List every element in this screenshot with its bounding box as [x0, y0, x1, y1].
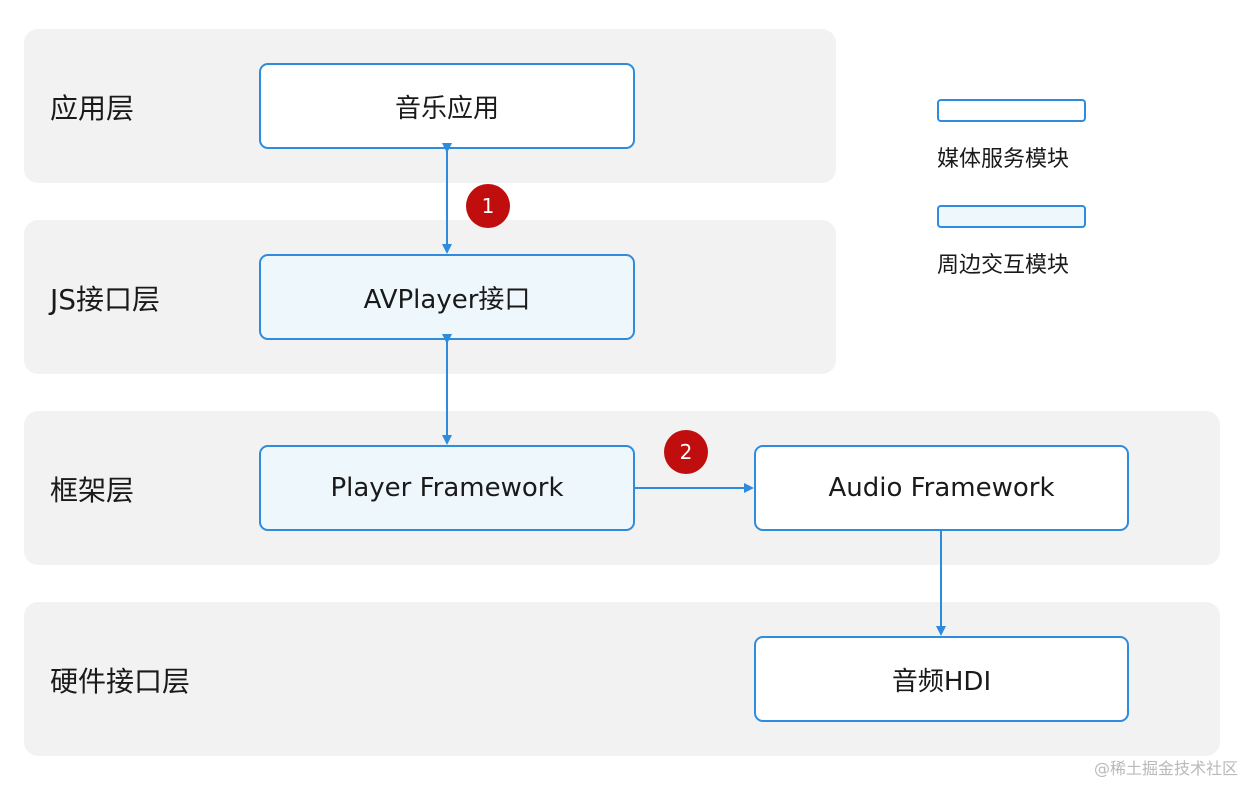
legend-swatch-media: [937, 99, 1086, 122]
avplayer-box: AVPlayer接口: [259, 254, 635, 340]
legend-label-media: 媒体服务模块: [937, 147, 1070, 172]
audio-hdi-box: 音频HDI: [754, 636, 1129, 722]
step-badge-2: 2: [664, 430, 708, 474]
legend-label-peripheral: 周边交互模块: [937, 253, 1070, 278]
music-app-box: 音乐应用: [259, 63, 635, 149]
layer-label-app: 应用层: [50, 92, 135, 125]
layer-label-hardware: 硬件接口层: [50, 665, 191, 698]
layer-label-framework: 框架层: [50, 474, 135, 507]
layer-label-js: JS接口层: [50, 283, 161, 316]
player-framework-box: Player Framework: [259, 445, 635, 531]
audio-framework-box: Audio Framework: [754, 445, 1129, 531]
legend-swatch-peripheral: [937, 205, 1086, 228]
step-badge-1: 1: [466, 184, 510, 228]
watermark-text: @稀土掘金技术社区: [1093, 759, 1238, 778]
